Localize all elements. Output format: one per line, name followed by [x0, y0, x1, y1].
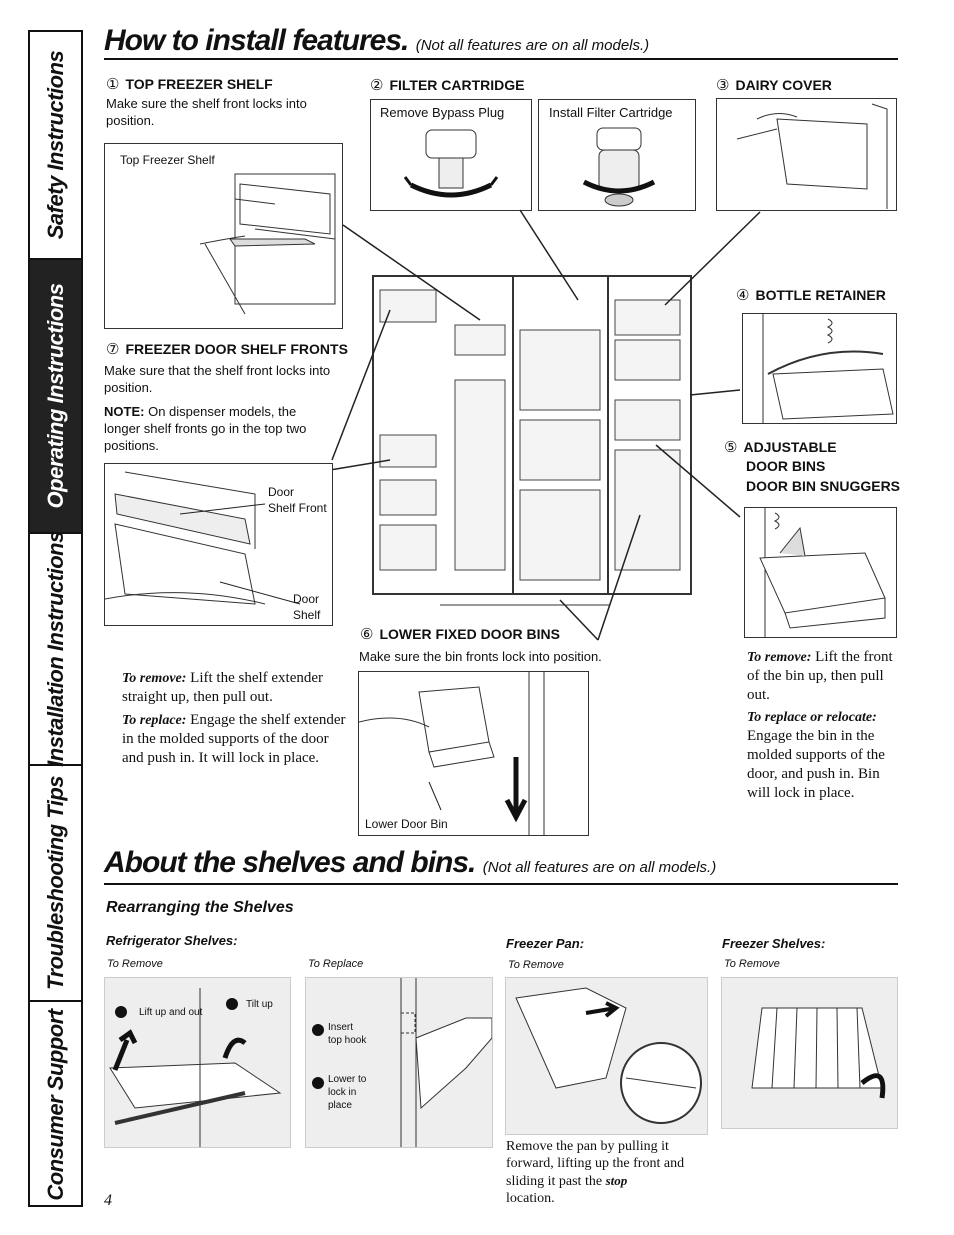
bottle-retainer-illustration [762, 314, 894, 423]
side-tabs: Safety Instructions Operating Instructio… [28, 30, 83, 1207]
title-note: (Not all features are on all models.) [415, 37, 650, 54]
shelves-rule [104, 883, 898, 885]
remove-bypass-plug-figure: Remove Bypass Plug [370, 99, 532, 211]
lower-door-bin-illustration [359, 672, 545, 835]
bypass-plug-illustration [403, 129, 499, 198]
door-shelf-illustration [105, 471, 301, 605]
freezer-door-shelf-note: NOTE: On dispenser models, the longer sh… [104, 404, 307, 453]
freezer-shelf-illustration [751, 1007, 886, 1099]
adjustable-bins-remove-text: To remove: Lift the front of the bin up,… [747, 649, 893, 703]
refrigerator-illustration [372, 275, 692, 606]
door-bins-label: DOOR BINS [746, 458, 826, 474]
shelf-replace-illustration [312, 978, 492, 1147]
freezer-pan-figure [505, 977, 708, 1135]
lower-fixed-bins-text: Make sure the bin fronts lock into posit… [359, 649, 602, 664]
to-remove-label: To Remove [107, 958, 163, 970]
tab-consumer-support[interactable]: Consumer Support [42, 1008, 68, 1201]
page-number: 4 [104, 1192, 112, 1209]
freezer-pan-text: Remove the pan by pulling it forward, li… [506, 1139, 685, 1206]
filter-cartridge-illustration [582, 127, 656, 207]
freezer-shelf-figure [721, 977, 898, 1129]
top-freezer-shelf-figure: Top Freezer Shelf [104, 143, 343, 329]
shelf-remove-illustration [109, 988, 282, 1147]
tab-troubleshooting[interactable]: Troubleshooting Tips [30, 766, 81, 1002]
door-shelf-remove-text: To remove: Lift the shelf extender strai… [122, 670, 324, 705]
door-bin-snuggers-label: DOOR BIN SNUGGERS [746, 478, 901, 494]
adjustable-bins-replace-text: To replace or relocate:Engage the bin in… [747, 710, 885, 801]
tab-operating[interactable]: Operating Instructions [30, 260, 81, 534]
dairy-cover-figure [716, 98, 897, 211]
door-shelf-replace-text: To replace: Engage the shelf extender in… [122, 712, 346, 766]
install-filter-cartridge-figure: Install Filter Cartridge [538, 99, 696, 211]
lower-door-bin-figure: Lower Door Bin [358, 671, 589, 836]
to-replace-label: To Replace [308, 958, 364, 970]
section-title-shelves: About the shelves and bins. (Not all fea… [104, 846, 717, 879]
tab-safety[interactable]: Safety Instructions [30, 32, 81, 260]
bottle-retainer-figure [742, 313, 897, 424]
adjustable-bins-figure [744, 507, 897, 638]
dairy-cover-illustration [736, 103, 888, 209]
freezer-pan-illustration [515, 987, 702, 1124]
tab-installation[interactable]: Installation Instructions [30, 531, 81, 767]
adjustable-bin-illustration [759, 508, 886, 637]
top-freezer-shelf-text: Make sure the shelf front locks into pos… [106, 96, 307, 128]
refrigerator-shelf-replace-figure: Insert top hook Lower to lock in place [305, 977, 493, 1148]
freezer-door-shelf-text: Make sure that the shelf front locks int… [104, 363, 331, 395]
page-title: How to install features. (Not all featur… [104, 24, 650, 57]
refrigerator-shelf-remove-figure: Lift up and out Tilt up [104, 977, 291, 1148]
freezer-pan-label: Freezer Pan: [506, 936, 585, 951]
door-shelf-figure: Door Shelf Front Door Shelf [104, 463, 333, 626]
figure-caption: Top Freezer Shelf [120, 153, 215, 167]
refrigerator-shelves-label: Refrigerator Shelves: [106, 933, 238, 948]
freezer-shelves-label: Freezer Shelves: [722, 936, 826, 951]
title-rule [104, 58, 898, 60]
rearranging-heading: Rearranging the Shelves [106, 899, 294, 916]
top-freezer-shelf-illustration [199, 173, 336, 315]
